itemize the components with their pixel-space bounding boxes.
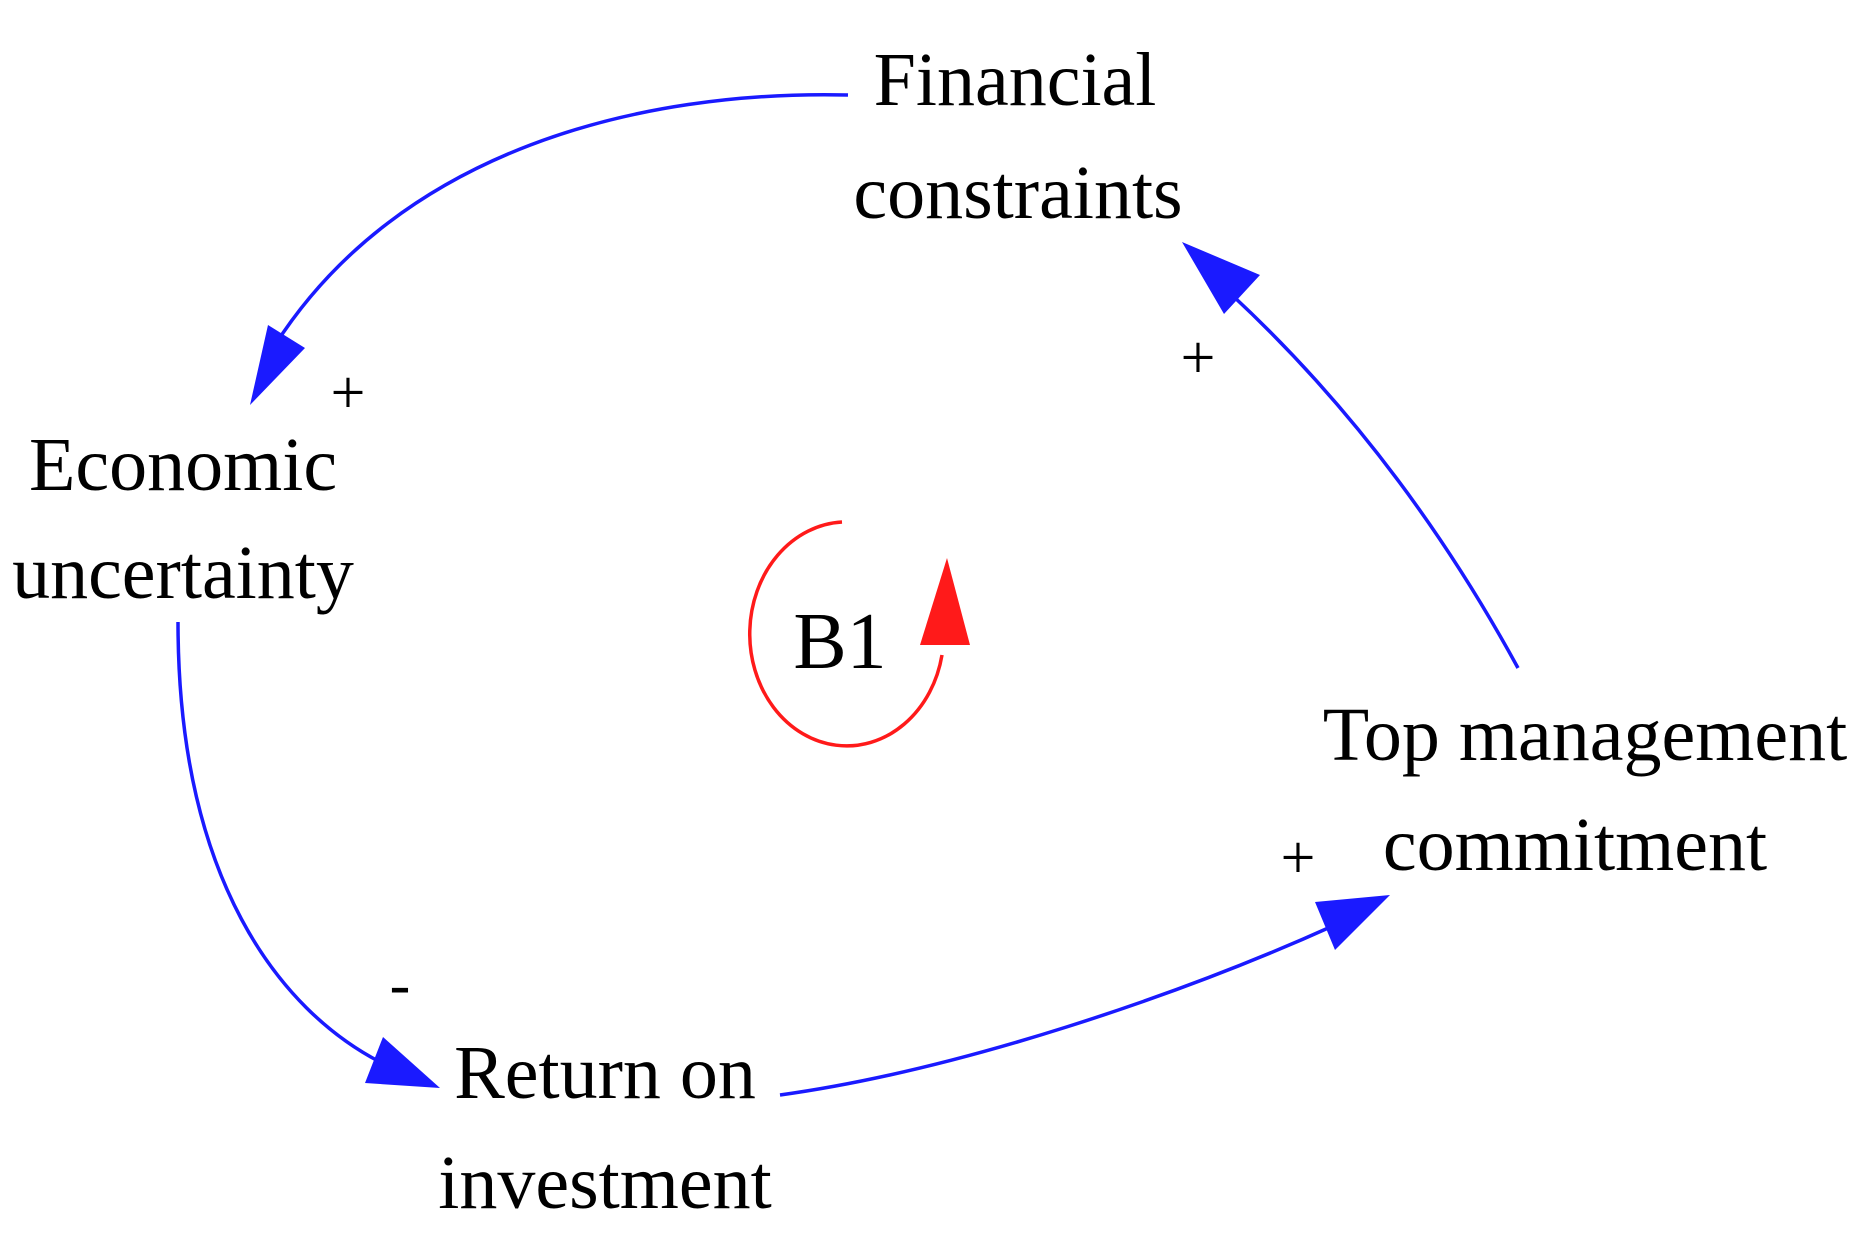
node-financial-constraints: Financial constraints (853, 38, 1182, 235)
svg-text:constraints: constraints (853, 151, 1182, 235)
loop-indicator-arrowhead (920, 558, 970, 645)
arrowhead-economic-uncertainty (250, 325, 305, 405)
arrowhead-financial-constraints (1182, 242, 1260, 314)
link-financial-to-economic (273, 92, 849, 346)
polarity-economic-uncertainty: + (331, 359, 366, 427)
svg-text:uncertainty: uncertainty (12, 531, 354, 615)
arrowhead-top-management-commitment (1315, 895, 1390, 950)
link-top-management-to-financial (1230, 293, 1520, 669)
polarity-return-on-investment: - (390, 951, 411, 1019)
loop-label-b1: B1 (793, 598, 886, 686)
node-return-on-investment: Return on investment (438, 1031, 772, 1225)
link-roi-to-top-management (779, 923, 1336, 1097)
svg-text:Financial: Financial (874, 38, 1157, 122)
svg-text:commitment: commitment (1383, 803, 1767, 887)
link-economic-to-roi (176, 621, 381, 1064)
svg-text:investment: investment (438, 1141, 772, 1225)
polarity-top-management-commitment: + (1281, 824, 1316, 892)
arrowhead-return-on-investment (365, 1037, 440, 1088)
svg-text:Economic: Economic (29, 423, 337, 507)
svg-text:Return on: Return on (454, 1031, 756, 1115)
loop-indicator-arc (748, 520, 944, 748)
node-top-management-commitment: Top management commitment (1323, 693, 1847, 887)
polarity-financial-constraints: + (1181, 324, 1216, 392)
svg-text:Top management: Top management (1323, 693, 1847, 777)
node-economic-uncertainty: Economic uncertainty (12, 423, 354, 615)
